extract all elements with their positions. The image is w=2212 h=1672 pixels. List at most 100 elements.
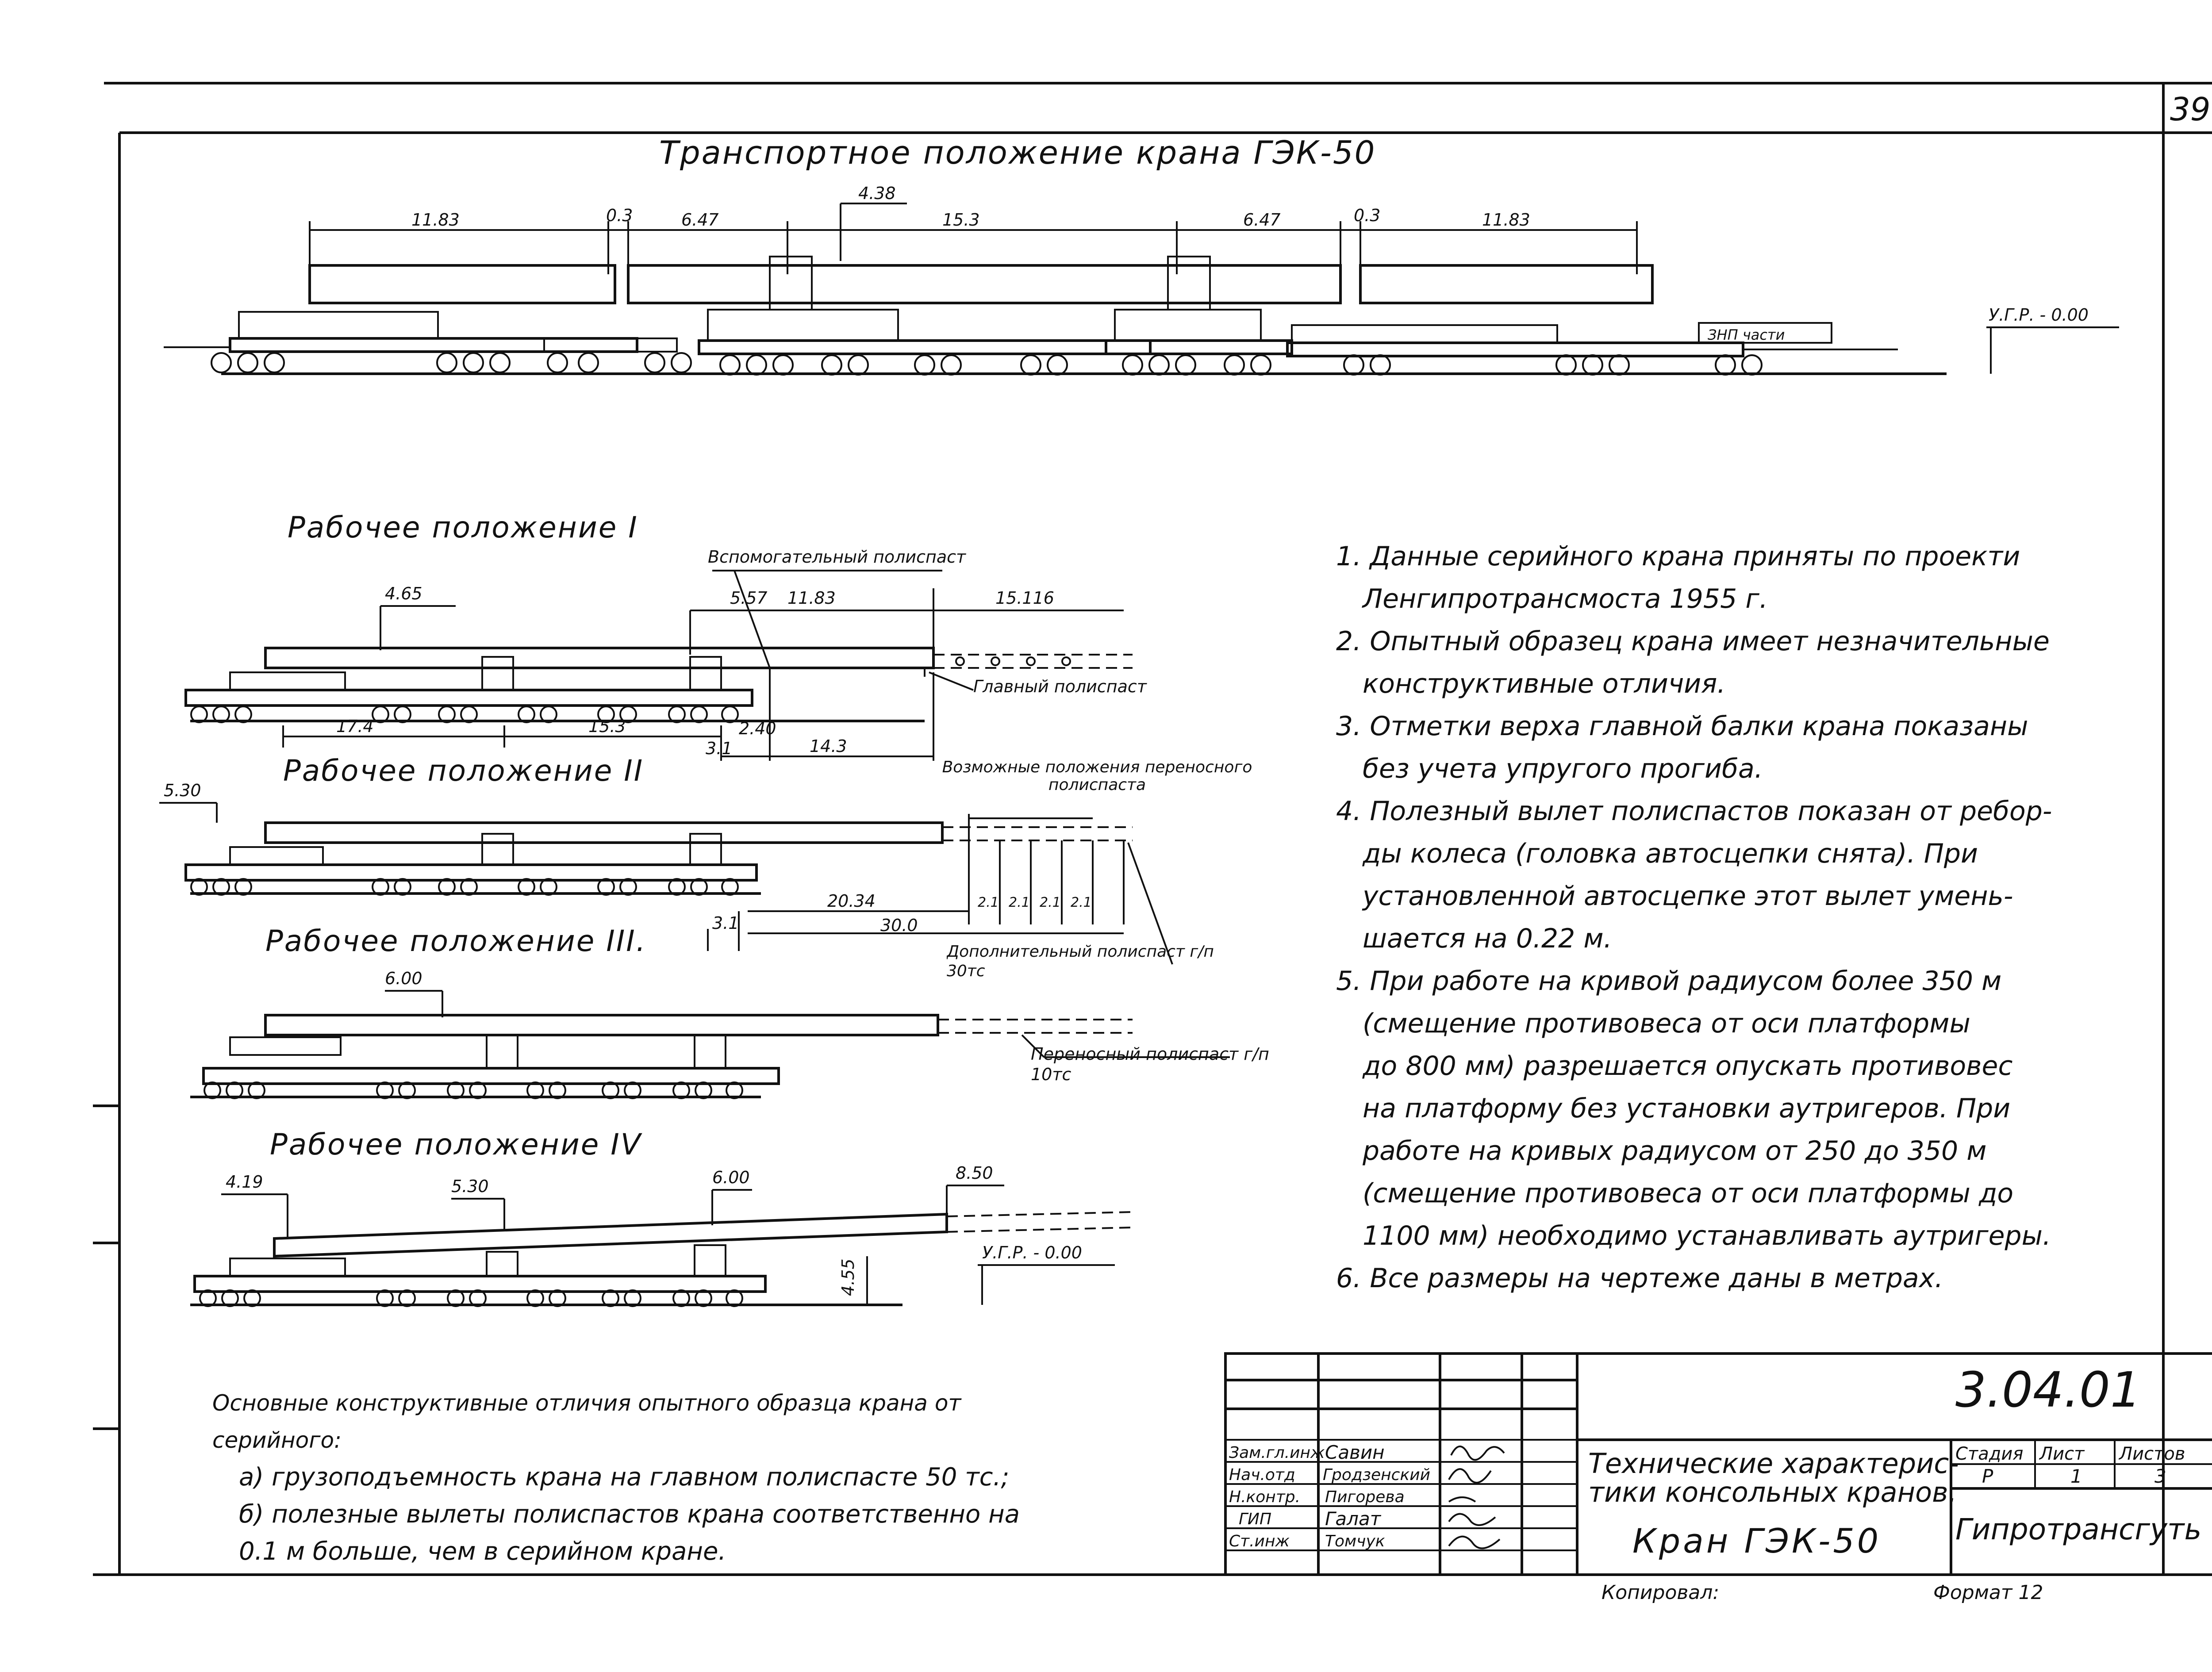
w2-dim-21c: 2.1 [1040,895,1061,910]
w1-dim-15116: 15.116 [995,588,1054,608]
note-line: до 800 мм) разрешается опускать противов… [1363,1051,2013,1081]
w2-dim-530: 5.30 [164,781,201,800]
t-ground-label: У.Г.Р. - 0.00 [1989,305,2089,325]
diff-line: серийного: [212,1427,342,1453]
role-3: ГИП [1239,1510,1271,1528]
note-line: 1. Данные серийного крана приняты по про… [1336,541,2020,572]
diff-line: 0.1 м больше, чем в серийном кране. [239,1537,726,1566]
t-dim-7: 0.3 [1354,206,1380,225]
w2-dim-31: 3.1 [712,913,739,933]
t-dim-1: 11.83 [411,210,460,230]
t-dim-5: 15.3 [942,210,980,230]
w1-wheels [190,706,739,723]
note-line: 4. Полезный вылет полиспастов показан от… [1336,796,2052,827]
w3-heading: Рабочее положение III. [265,924,647,958]
page-number: 39 [2170,91,2211,128]
w1-heading: Рабочее положение I [288,510,638,545]
w4-dim-455: 4.55 [838,1258,858,1296]
w2-possible-positions: Возможные положения переносного полиспас… [942,759,1252,794]
w3-wheels [204,1081,743,1099]
copied-label: Копировал: [1601,1581,1719,1604]
name-1: Гродзенский [1323,1466,1430,1484]
w1-dim-465: 4.65 [385,584,422,603]
note-line: 2. Опытный образец крана имеет незначите… [1336,626,2050,657]
crane-name: Кран ГЭК-50 [1632,1521,1881,1561]
t-dim-3: 6.47 [681,210,719,230]
note-line: работе на кривых радиусом от 250 до 350 … [1363,1135,1987,1166]
note-line: без учета упругого прогиба. [1363,753,1763,784]
w2-wheels [190,878,739,896]
w1-dim-143: 14.3 [810,736,847,756]
doc-code: 3.04.01 [1955,1361,2141,1418]
organization: Гипротрансгуть [1955,1512,2201,1546]
diff-line: а) грузоподъемность крана на главном пол… [239,1463,1010,1492]
note-line: 3. Отметки верха главной балки крана пок… [1336,711,2028,742]
role-1: Нач.отд [1229,1466,1295,1484]
stage-header: Стадия [1955,1444,2023,1464]
w4-dim-600: 6.00 [712,1168,750,1187]
w2-heading: Рабочее положение II [283,754,644,788]
note-line: шается на 0.22 м. [1363,923,1612,954]
w1-dim-1183: 11.83 [787,588,836,608]
drawing-title: Транспортное положение крана ГЭК-50 [659,134,1376,171]
sheets-header: Листов [2118,1444,2185,1464]
diff-line: Основные конструктивные отличия опытного… [212,1390,961,1416]
w2-crane [159,802,1173,965]
note-line: 1100 мм) необходимо устанавливать аутриг… [1363,1220,2051,1251]
w4-dim-530: 5.30 [451,1177,489,1196]
t-dim-6: 6.47 [1243,210,1281,230]
role-0: Зам.гл.инж [1229,1444,1325,1462]
name-4: Томчук [1325,1532,1385,1550]
frame [93,82,2212,1576]
diff-line: б) полезные вылеты полиспастов крана соо… [239,1500,1020,1529]
t-spare-parts-label: ЗНП части [1708,326,1785,343]
subject-line-2: тики консольных кранов. [1588,1476,1957,1508]
t-dim-2: 0.3 [606,206,633,225]
t-dim-4: 4.38 [858,184,896,203]
note-line: (смещение противовеса от оси платформы д… [1363,1178,2014,1209]
w1-dim-153: 15.3 [588,717,626,736]
w2-dim-2034: 20.34 [827,891,876,911]
sheets-value: 3 [2154,1465,2166,1487]
w4-dim-850: 8.50 [956,1163,993,1183]
w2-dim-300: 30.0 [880,916,918,935]
w3-portable-hoist: Переносный полиспаст г/п 10тс [1031,1044,1269,1084]
w4-dim-419: 4.19 [226,1172,263,1192]
w2-additional-hoist: Дополнительный полиспаст г/п 30тс [947,943,1214,980]
role-4: Ст.инж [1229,1532,1290,1550]
notes: 1. Данные серийного крана приняты по про… [1336,535,2159,1300]
note-line: (смещение противовеса от оси платформы [1363,1008,1970,1039]
transport-wheels [211,352,1763,376]
note-line: 6. Все размеры на чертеже даны в метрах. [1336,1263,1943,1294]
w1-main-hoist: Главный полиспаст [973,677,1148,696]
signatures [1448,1446,1505,1549]
format-label: Формат 12 [1933,1581,2043,1604]
stage-value: Р [1982,1465,1993,1487]
sheet-header: Лист [2039,1444,2085,1464]
subject-line-1: Технические характерис- [1588,1447,1959,1480]
name-3: Галат [1325,1508,1382,1530]
w1-dim-240: 2.40 [739,719,776,738]
w3-crane [190,990,1230,1098]
role-2: Н.контр. [1229,1488,1300,1506]
note-line: Ленгипротрансмоста 1955 г. [1363,583,1768,614]
w4-crane [190,1185,1133,1306]
note-line: 5. При работе на кривой радиусом более 3… [1336,966,2002,997]
w1-aux-hoist: Вспомогательный полиспаст [708,547,967,567]
t-dim-8: 11.83 [1482,210,1530,230]
note-line: на платформу без установки аутригеров. П… [1363,1093,2011,1124]
sheet-value: 1 [2070,1465,2082,1487]
w2-dim-21d: 2.1 [1071,895,1092,910]
note-line: установленной автосцепке этот вылет умен… [1363,881,2013,912]
w4-heading: Рабочее положение IV [270,1127,642,1162]
w4-wheels [199,1289,743,1307]
title-block-grid [1224,1352,2212,1576]
name-2: Пигорева [1325,1488,1405,1506]
w2-dim-21a: 2.1 [978,895,999,910]
differences: Основные конструктивные отличия опытного… [212,1384,1212,1570]
name-0: Савин [1325,1442,1385,1463]
w1-dim-174: 17.4 [336,717,374,736]
w4-ground-label: У.Г.Р. - 0.00 [982,1243,1082,1262]
w2-dim-21b: 2.1 [1009,895,1030,910]
